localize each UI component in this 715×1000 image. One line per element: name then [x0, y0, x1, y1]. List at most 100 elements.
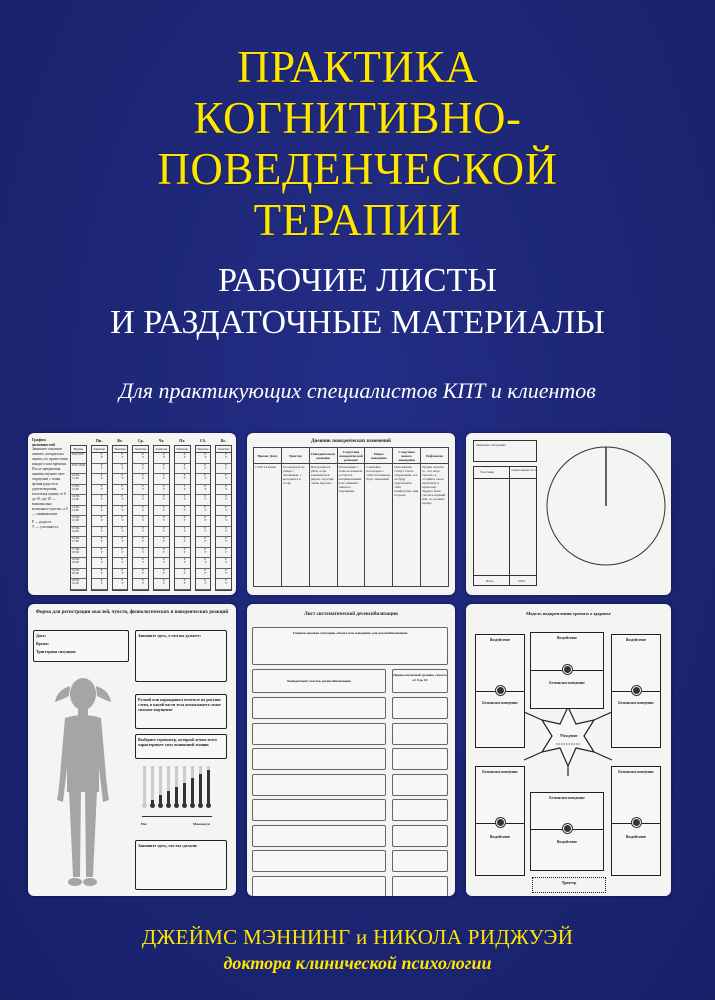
- cycle-icon: [563, 824, 572, 833]
- worksheet-responsibility-pie: Опишите ситуацию: Участники Ответственно…: [466, 433, 671, 595]
- diary-cell: Отношения станут более открытыми, я и он…: [392, 463, 422, 587]
- column-header: Занятие: [195, 447, 211, 453]
- time-slot: 17:00-18:00: [71, 547, 86, 559]
- time-slot: 13:00-14:00: [71, 505, 86, 517]
- step-header: Конкретный участок десенсибилизации: [252, 669, 386, 693]
- thermometer-icon: [182, 766, 187, 808]
- worksheet-health-anxiety-model: Модель подкрепления тревоги о здоровье У…: [466, 604, 671, 896]
- impact-label: Воздействие: [489, 638, 511, 642]
- participants-header: Участники: [480, 470, 494, 474]
- time-slot: 19:00-20:00: [71, 568, 86, 580]
- stress-cell: [392, 697, 448, 719]
- main-target-box: Главная целевая ситуация, объект или пов…: [252, 627, 448, 665]
- impact-label: Воздействие: [489, 835, 511, 839]
- column-header: Занятие: [174, 447, 190, 453]
- situation-box: Опишите ситуацию:: [473, 440, 537, 462]
- impact-label: Воздействие: [556, 840, 578, 844]
- thermometer-icon: [190, 766, 195, 808]
- time-slot: 20:00-21:00: [71, 579, 86, 590]
- pie-circle-icon: [546, 446, 666, 566]
- scale-max-label: Максимум: [193, 822, 211, 826]
- step-row: [252, 875, 386, 896]
- cycle-icon: [496, 818, 505, 827]
- diary-column-header: Новое поведение: [364, 447, 394, 464]
- participants-table: Участники Ответственность % Всего 100%: [473, 466, 537, 586]
- legend-joy: Р — радость: [32, 520, 52, 524]
- day-label: Чт.: [158, 438, 165, 443]
- worksheet-desensitization: Лист систематической десенсибилизации Гл…: [247, 604, 455, 896]
- diary-cell: Лучше сказать то, что надо сказать, и ос…: [420, 463, 449, 587]
- day-label: Ср.: [137, 438, 144, 443]
- time-slot: 9:00-10:00: [71, 463, 86, 475]
- diary-cell: Отношения с этим человеком остаются напр…: [336, 463, 366, 587]
- stress-cell: [392, 773, 448, 796]
- action-box: Запишите здесь, что вы сделали:: [135, 840, 227, 890]
- scale-line: [142, 816, 212, 817]
- time-slot: 14:00-15:00: [71, 516, 86, 527]
- stress-cell: [392, 722, 448, 745]
- info-box: Дата: Время: Триггерная ситуация:: [33, 630, 129, 662]
- title-line: КОГНИТИВНО-: [193, 93, 522, 143]
- thermometer-icon: [158, 766, 163, 808]
- child-silhouette-icon: [55, 678, 111, 886]
- tagline: Для практикующих специалистов КПТ и клие…: [119, 378, 596, 403]
- column-header: Занятие: [112, 447, 128, 453]
- diary-cell: 13.00 14 июля: [253, 463, 282, 587]
- stress-header: Предполагаемый уровень стресса от 0 до 1…: [392, 669, 448, 693]
- step-row: [252, 748, 386, 770]
- body-form-title: Форма для регистрации мыслей, чувств, фи…: [35, 610, 229, 615]
- title-line: ПОВЕДЕНЧЕСКОЙ: [157, 144, 558, 194]
- stress-cell: [392, 824, 448, 847]
- date-field: Дата:: [36, 633, 46, 638]
- day-label: Вт.: [117, 438, 123, 443]
- trigger-box: Триггер: [532, 877, 606, 893]
- step-row: [252, 697, 386, 719]
- author-credentials: доктора клинической психологии: [223, 953, 492, 973]
- safety-label: Безопасное поведение: [482, 770, 518, 774]
- cycle-icon: [563, 665, 572, 674]
- worksheet-body-form: Форма для регистрации мыслей, чувств, фи…: [28, 604, 236, 896]
- time-slot: 18:00-19:00: [71, 558, 86, 569]
- total-value: 100%: [518, 579, 525, 583]
- diary-cell: Поторопился уйти, если замешкаться рядом…: [308, 463, 338, 587]
- book-title: ПРАКТИКА КОГНИТИВНО- ПОВЕДЕНЧЕСКОЙ ТЕРАП…: [0, 42, 715, 246]
- diary-column-header: Следствие поведенческой реакции: [336, 447, 366, 464]
